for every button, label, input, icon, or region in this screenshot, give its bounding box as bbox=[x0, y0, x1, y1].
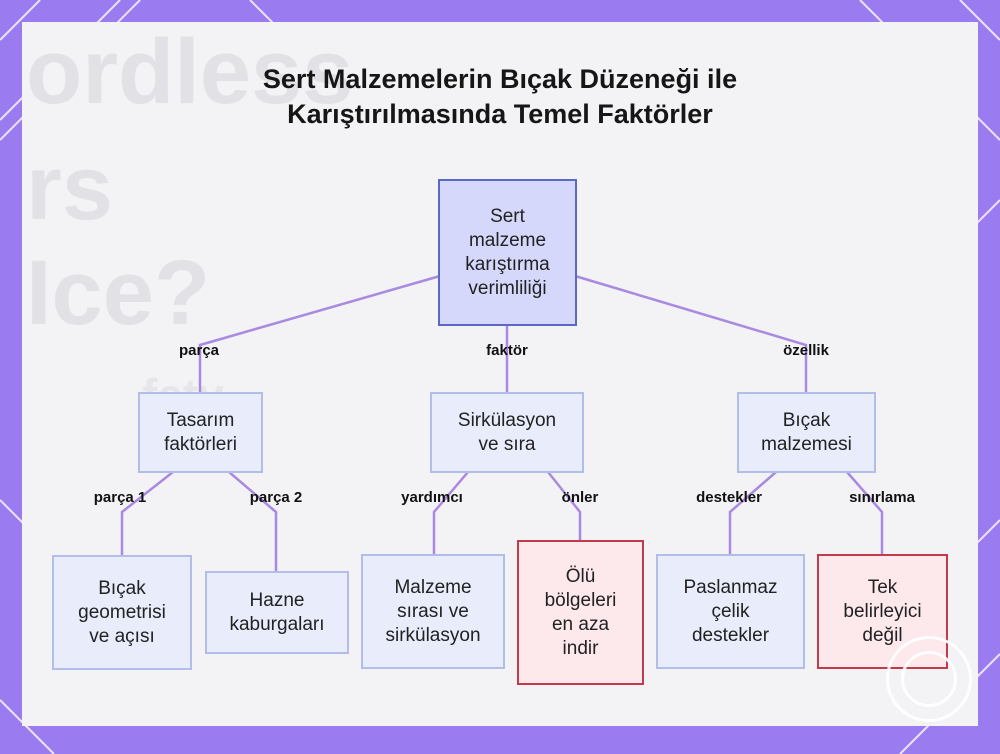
background-ghost-text: ordless bbox=[26, 22, 354, 123]
edge-circ-dead bbox=[547, 471, 582, 540]
diagram-title: Sert Malzemelerin Bıçak Düzeneği ile Kar… bbox=[0, 62, 1000, 132]
node-material-order: Malzeme sırası ve sirkülasyon bbox=[361, 554, 505, 669]
node-stainless: Paslanmaz çelik destekler bbox=[656, 554, 805, 669]
edge-circ-order bbox=[432, 471, 469, 555]
node-dead-zones: Ölü bölgeleri en aza indir bbox=[517, 540, 644, 685]
node-design-factors: Tasarım faktörleri bbox=[138, 392, 263, 473]
node-blade-geometry-label: Bıçak geometrisi ve açısı bbox=[78, 577, 166, 647]
watermark-logo-inner bbox=[901, 651, 957, 707]
node-not-single-label: Tek belirleyici değil bbox=[843, 576, 922, 646]
title-line-1: Sert Malzemelerin Bıçak Düzeneği ile bbox=[262, 64, 738, 94]
node-jar-ribs-label: Hazne kaburgaları bbox=[229, 589, 325, 635]
node-blade-material: Bıçak malzemesi bbox=[737, 392, 876, 473]
node-dead-zones-label: Ölü bölgeleri en aza indir bbox=[544, 565, 617, 659]
edge-mat-stainless bbox=[728, 471, 777, 556]
background-ghost-text: rs bbox=[26, 137, 113, 239]
node-circulation-label: Sirkülasyon ve sıra bbox=[457, 409, 557, 455]
edge-mat-limit bbox=[846, 471, 884, 556]
edge-label-part-1: parça 1 bbox=[93, 489, 147, 506]
edge-label-supports: destekler bbox=[696, 489, 762, 506]
background-ghost-text: Ice? bbox=[26, 242, 211, 344]
edge-label-helper: yardımcı bbox=[401, 489, 463, 506]
edge-root-design bbox=[198, 274, 441, 392]
node-root-label: Sert malzeme karıştırma verimliliği bbox=[465, 205, 550, 299]
edge-label-part-2: parça 2 bbox=[249, 489, 303, 506]
node-stainless-label: Paslanmaz çelik destekler bbox=[683, 576, 778, 646]
node-blade-geometry: Bıçak geometrisi ve açısı bbox=[52, 555, 192, 670]
node-design-factors-label: Tasarım faktörleri bbox=[164, 409, 237, 455]
edge-root-material bbox=[574, 274, 808, 392]
edge-label-property: özellik bbox=[783, 342, 829, 359]
edge-design-ribs bbox=[228, 471, 278, 571]
node-material-order-label: Malzeme sırası ve sirkülasyon bbox=[385, 576, 481, 646]
title-line-2: Karıştırılmasında Temel Faktörler bbox=[287, 99, 713, 129]
edge-label-part: parça bbox=[178, 342, 220, 359]
edge-design-geometry bbox=[120, 471, 174, 556]
node-blade-material-label: Bıçak malzemesi bbox=[761, 409, 852, 455]
watermark-logo bbox=[886, 636, 972, 722]
edge-label-factor: faktör bbox=[486, 342, 528, 359]
edge-label-prevents: önler bbox=[561, 489, 599, 506]
node-root: Sert malzeme karıştırma verimliliği bbox=[438, 179, 577, 326]
node-circulation: Sirkülasyon ve sıra bbox=[430, 392, 584, 473]
edge-label-limitation: sınırlama bbox=[849, 489, 915, 506]
node-jar-ribs: Hazne kaburgaları bbox=[205, 571, 349, 654]
